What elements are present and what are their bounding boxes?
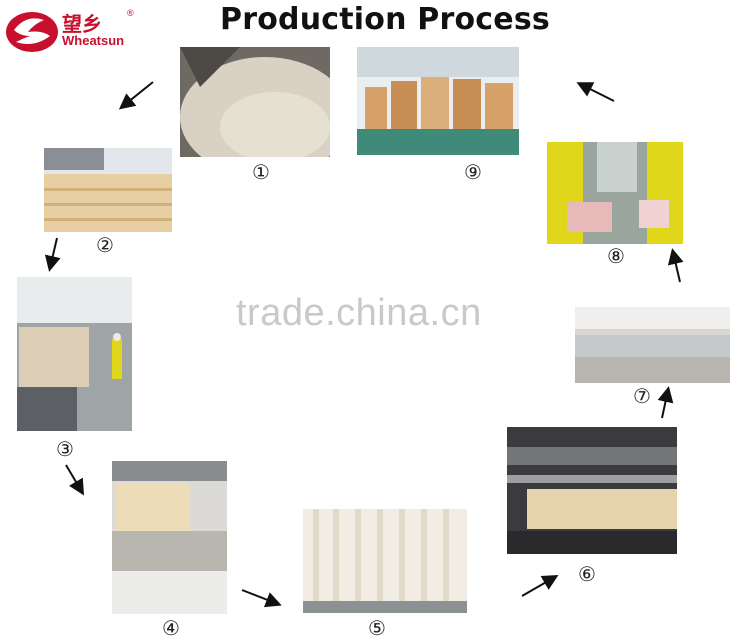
photo-step-2-noodle-sheets bbox=[44, 148, 172, 232]
photo-step-1-flour bbox=[180, 47, 330, 157]
page-title: Production Process bbox=[220, 2, 550, 37]
arrow-icon bbox=[118, 81, 154, 110]
photo-step-5-noodle-strands bbox=[303, 509, 467, 613]
brand-name-en: Wheatsun bbox=[62, 33, 125, 48]
arrow-icon bbox=[65, 464, 85, 496]
step-label-6: ⑥ bbox=[578, 562, 596, 586]
photo-step-6-cutting-machine bbox=[507, 427, 677, 554]
arrow-icon bbox=[576, 82, 615, 102]
step-label-3: ③ bbox=[56, 437, 74, 461]
step-label-8: ⑧ bbox=[607, 244, 625, 268]
step-label-2: ② bbox=[96, 233, 114, 257]
arrow-icon bbox=[44, 237, 61, 272]
step-label-1: ① bbox=[252, 160, 270, 184]
photo-step-9-warehouse bbox=[357, 47, 519, 155]
wheatsun-logo-icon bbox=[6, 12, 58, 52]
brand-logo bbox=[4, 6, 144, 56]
step-label-4: ④ bbox=[162, 616, 180, 640]
arrow-icon bbox=[667, 248, 684, 283]
brand-registered: ® bbox=[127, 8, 134, 18]
watermark-text: trade.china.cn bbox=[236, 292, 482, 334]
arrow-icon bbox=[521, 575, 559, 597]
photo-step-3-drying-room bbox=[17, 277, 132, 431]
photo-step-4-hanging-noodles bbox=[112, 461, 227, 614]
step-label-5: ⑤ bbox=[368, 616, 386, 640]
step-label-9: ⑨ bbox=[464, 160, 482, 184]
photo-step-7-production-line bbox=[575, 307, 730, 383]
step-label-7: ⑦ bbox=[633, 384, 651, 408]
arrow-icon bbox=[657, 386, 674, 419]
arrow-icon bbox=[241, 589, 282, 608]
photo-step-8-packing bbox=[547, 142, 683, 244]
brand-name-cn: 望乡 bbox=[62, 12, 102, 36]
